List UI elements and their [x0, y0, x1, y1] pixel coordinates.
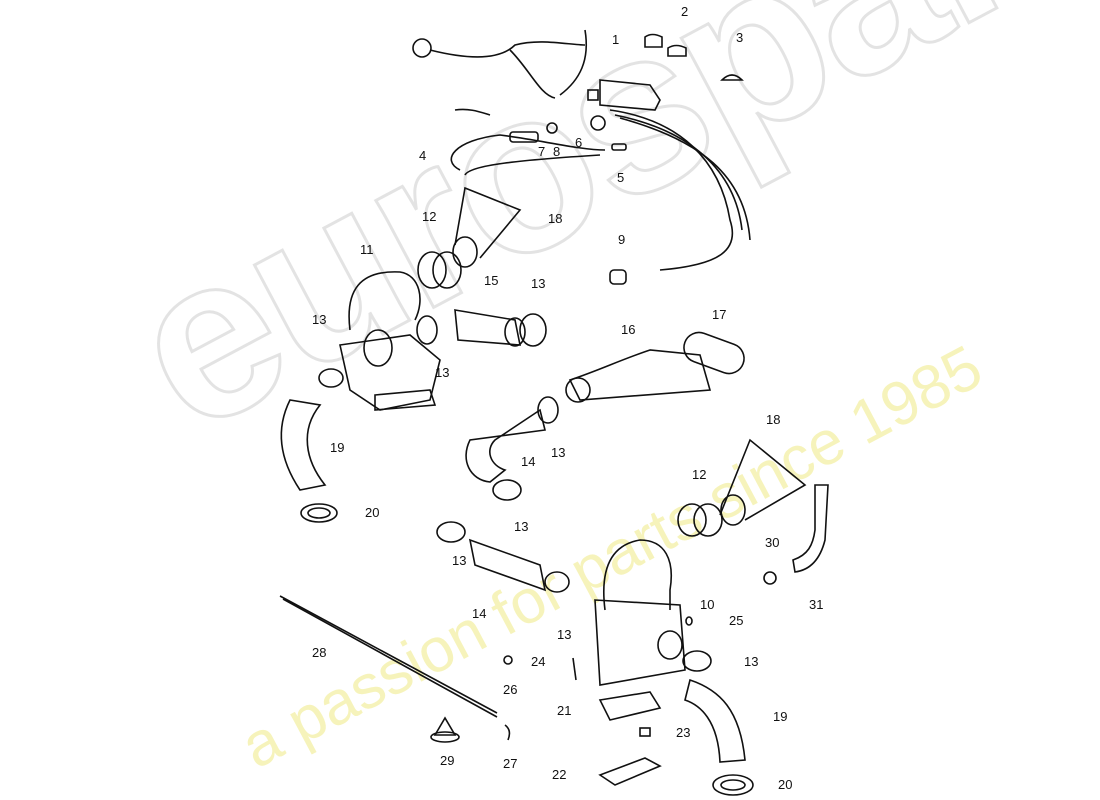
oring-25	[685, 616, 693, 626]
part-callout-13: 13	[531, 276, 546, 291]
part-callout-11: 11	[360, 242, 374, 257]
part-callout-5: 5	[617, 170, 625, 185]
part-callout-13: 13	[551, 445, 566, 460]
part-callout-7: 7	[538, 144, 546, 159]
grommet-29	[430, 716, 460, 743]
clip-26-27	[503, 655, 513, 741]
flex-hose-31	[792, 484, 829, 573]
part-callout-3: 3	[736, 30, 744, 45]
part-callout-14: 14	[521, 454, 536, 469]
part-callout-13: 13	[557, 627, 572, 642]
part-callout-22: 22	[552, 767, 567, 782]
part-callout-13: 13	[744, 654, 759, 669]
part-callout-17: 17	[712, 307, 727, 322]
part-callout-28: 28	[312, 645, 327, 660]
part-callout-18: 18	[766, 412, 781, 427]
part-callout-14: 14	[472, 606, 487, 621]
foam-plug-9	[609, 269, 627, 285]
part-callout-9: 9	[618, 232, 626, 247]
wiring-harness-part	[412, 29, 751, 271]
seal-ring-20b	[712, 774, 754, 796]
clip-23	[639, 727, 651, 737]
seal-ring-20a	[300, 503, 338, 523]
part-callout-31: 31	[809, 597, 824, 612]
hose-connector-12b	[677, 503, 723, 537]
part-callout-19: 19	[773, 709, 788, 724]
flex-hose-14b	[468, 538, 547, 592]
part-callout-23: 23	[676, 725, 691, 740]
knob-caps-part	[644, 33, 744, 81]
part-callout-2: 2	[681, 4, 689, 19]
part-callout-13: 13	[514, 519, 529, 534]
part-callout-27: 27	[503, 756, 518, 771]
switch-bracket-part	[587, 79, 661, 111]
part-callout-13: 13	[435, 365, 450, 380]
part-callout-12: 12	[692, 467, 707, 482]
part-callout-8: 8	[553, 144, 561, 159]
air-duct-18b	[719, 438, 807, 526]
air-duct-18a	[452, 186, 522, 268]
screw-washer-parts	[509, 115, 627, 151]
part-callout-12: 12	[422, 209, 437, 224]
flex-hose-19a	[280, 399, 327, 491]
flex-hose-15	[454, 309, 526, 347]
screw-24	[572, 657, 577, 681]
control-cable-28	[279, 595, 498, 718]
part-callout-20: 20	[778, 777, 793, 792]
part-callout-29: 29	[440, 753, 455, 768]
grille-22	[598, 757, 662, 786]
part-callout-18: 18	[548, 211, 563, 226]
heater-box-left-part	[339, 271, 441, 411]
gasket-17	[683, 331, 745, 375]
hose-connector-12a	[417, 251, 462, 289]
clamps-13	[318, 313, 777, 672]
flex-hose-19b	[684, 678, 746, 763]
part-callout-4: 4	[419, 148, 427, 163]
flex-hose-14a	[465, 408, 546, 483]
part-callout-6: 6	[575, 135, 583, 150]
part-callout-25: 25	[729, 613, 744, 628]
part-callout-13: 13	[452, 553, 467, 568]
heater-box-right-part	[594, 539, 686, 686]
part-callout-13: 13	[312, 312, 327, 327]
part-callout-20: 20	[365, 505, 380, 520]
part-callout-15: 15	[484, 273, 499, 288]
part-callout-1: 1	[612, 32, 620, 47]
part-callout-19: 19	[330, 440, 345, 455]
part-callout-16: 16	[621, 322, 636, 337]
part-callout-10: 10	[700, 597, 715, 612]
part-callout-24: 24	[531, 654, 546, 669]
part-callout-26: 26	[503, 682, 518, 697]
cover-plate-21	[598, 691, 662, 721]
part-callout-21: 21	[557, 703, 572, 718]
part-callout-30: 30	[765, 535, 780, 550]
air-duct-16	[565, 349, 712, 403]
